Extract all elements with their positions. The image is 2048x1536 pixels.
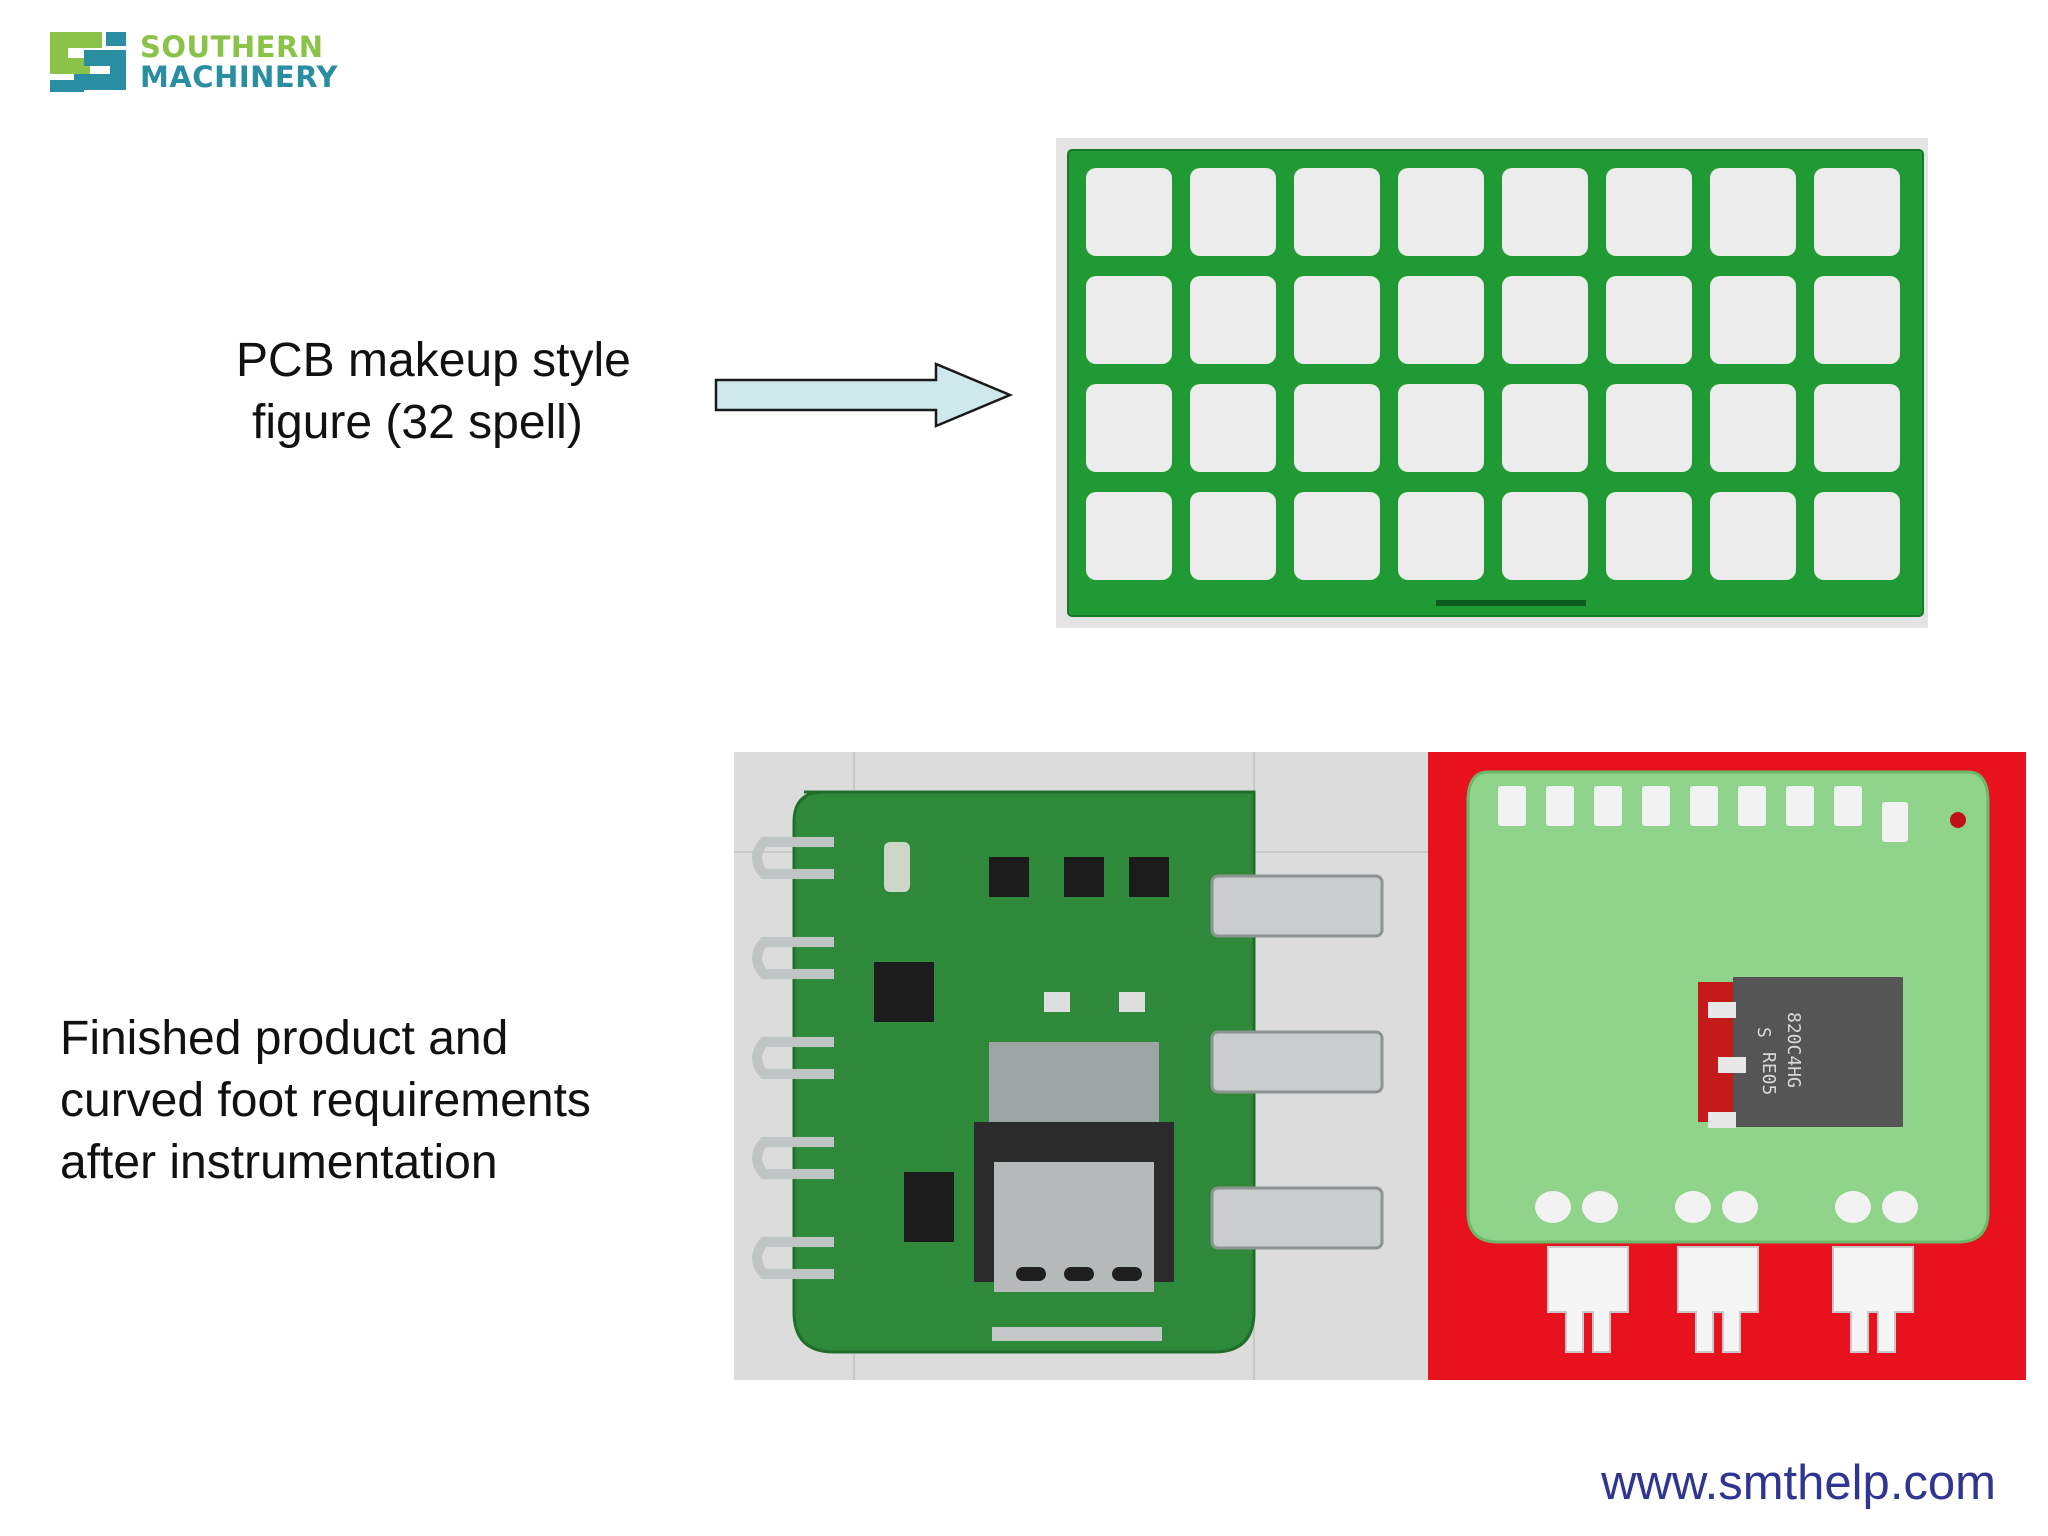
panel-cell [1398, 168, 1484, 256]
panel-cell [1398, 384, 1484, 472]
right-arrow-icon [714, 362, 1014, 433]
panel-cell [1814, 276, 1900, 364]
panel-cell [1710, 168, 1796, 256]
panel-cell [1502, 384, 1588, 472]
panel-cell [1190, 168, 1276, 256]
svg-text:RE05: RE05 [1758, 1052, 1779, 1095]
panel-cell [1502, 492, 1588, 580]
panel-cell [1294, 384, 1380, 472]
svg-text:820C4HG: 820C4HG [1783, 1012, 1804, 1088]
panel-cell [1606, 168, 1692, 256]
panel-cell [1294, 276, 1380, 364]
panel-cell [1814, 168, 1900, 256]
panel-cell [1086, 492, 1172, 580]
panel-cell [1190, 276, 1276, 364]
pcb-panel-photo [1056, 138, 1928, 628]
finished-caption: Finished product and curved foot require… [60, 1008, 591, 1194]
panel-cell [1398, 276, 1484, 364]
panel-cell [1710, 384, 1796, 472]
panel-cell [1606, 276, 1692, 364]
panel-cell [1398, 492, 1484, 580]
logo-line-1: SOUTHERN [140, 30, 324, 64]
panel-caption-line-1: PCB makeup style [236, 334, 631, 387]
panel-cell [1606, 384, 1692, 472]
panel-cell [1814, 492, 1900, 580]
board-on-red-photo: S 820C4HG RE05 [1428, 752, 2026, 1380]
panel-cell [1710, 276, 1796, 364]
finished-board-illustration [734, 752, 1428, 1380]
logo-wordmark: SOUTHERN MACHINERY [140, 32, 338, 92]
southern-machinery-logo [44, 22, 334, 102]
finished-board-photo [734, 752, 1428, 1380]
panel-cell [1086, 276, 1172, 364]
panel-caption: PCB makeup style figure (32 spell) [236, 330, 631, 454]
pcb-panel-illustration [1056, 138, 1928, 628]
panel-cell [1086, 384, 1172, 472]
logo-mark-icon [50, 32, 126, 92]
website-url[interactable]: www.smthelp.com [1601, 1456, 1996, 1510]
panel-cell [1502, 276, 1588, 364]
panel-cell [1814, 384, 1900, 472]
finished-caption-line-3: after instrumentation [60, 1136, 498, 1189]
panel-cell [1294, 492, 1380, 580]
panel-cell [1606, 492, 1692, 580]
panel-cell [1190, 492, 1276, 580]
panel-cell [1502, 168, 1588, 256]
finished-caption-line-1: Finished product and [60, 1012, 509, 1065]
logo-line-2: MACHINERY [140, 60, 338, 94]
finished-caption-line-2: curved foot requirements [60, 1074, 591, 1127]
panel-cell [1190, 384, 1276, 472]
panel-caption-line-2: figure (32 spell) [252, 396, 583, 449]
panel-cell [1294, 168, 1380, 256]
svg-text:S: S [1753, 1027, 1774, 1038]
panel-cell [1710, 492, 1796, 580]
panel-cell [1086, 168, 1172, 256]
board-on-red-illustration: S 820C4HG RE05 [1428, 752, 2026, 1380]
